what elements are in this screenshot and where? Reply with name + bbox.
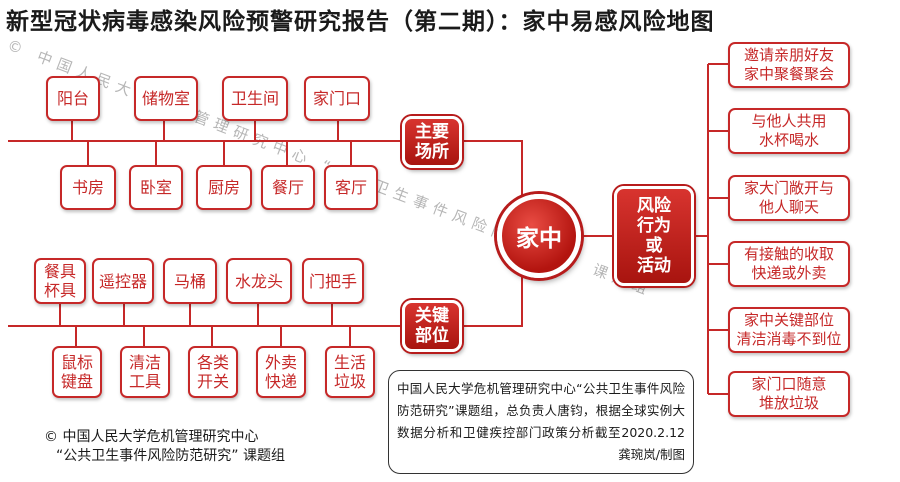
behavior-open-door-chat: 家大门敞开与 他人聊天: [728, 175, 850, 221]
source-note: 中国人民大学危机管理研究中心“公共卫生事件风险防范研究”课题组，总负责人唐钧，根…: [388, 370, 694, 474]
category-main-places: 主要 场所: [402, 116, 462, 168]
center-node-home: 家中: [497, 194, 581, 278]
place-living-room: 客厅: [324, 165, 378, 210]
part-door-handle: 门把手: [302, 258, 364, 304]
place-bathroom: 卫生间: [222, 76, 288, 121]
behavior-contact-delivery: 有接触的收取 快递或外卖: [728, 241, 850, 287]
copyright-line-1: © 中国人民大学危机管理研究中心: [44, 429, 259, 445]
page-title: 新型冠状病毒感染风险预警研究报告（第二期）：家中易感风险地图: [6, 9, 715, 35]
copyright-line-2: “公共卫生事件风险防范研究” 课题组: [56, 448, 285, 464]
part-remote-control: 遥控器: [92, 258, 154, 304]
part-faucet: 水龙头: [226, 258, 292, 304]
place-doorway: 家门口: [304, 76, 370, 121]
copyright: © 中国人民大学危机管理研究中心 “公共卫生事件风险防范研究” 课题组: [44, 428, 285, 466]
category-risk-behaviors: 风险 行为 或 活动: [614, 186, 694, 286]
part-tableware: 餐具 杯具: [34, 258, 86, 304]
place-bedroom: 卧室: [129, 165, 183, 210]
place-dining-room: 餐厅: [261, 165, 315, 210]
place-balcony: 阳台: [46, 76, 100, 121]
part-switches: 各类 开关: [188, 346, 238, 398]
part-toilet: 马桶: [163, 258, 217, 304]
behavior-gathering: 邀请亲朋好友 家中聚餐聚会: [728, 42, 850, 88]
part-delivery: 外卖 快递: [256, 346, 306, 398]
place-study: 书房: [60, 165, 116, 210]
category-key-parts: 关键 部位: [402, 300, 462, 352]
part-cleaning-tools: 清洁 工具: [120, 346, 170, 398]
part-garbage: 生活 垃圾: [325, 346, 375, 398]
behavior-sharing-cups: 与他人共用 水杯喝水: [728, 108, 850, 154]
behavior-poor-disinfection: 家中关键部位 清洁消毒不到位: [728, 307, 850, 353]
part-mouse-keyboard: 鼠标 键盘: [52, 346, 102, 398]
place-kitchen: 厨房: [196, 165, 252, 210]
behavior-garbage-at-door: 家门口随意 堆放垃圾: [728, 371, 850, 417]
place-storage-room: 储物室: [134, 76, 198, 121]
